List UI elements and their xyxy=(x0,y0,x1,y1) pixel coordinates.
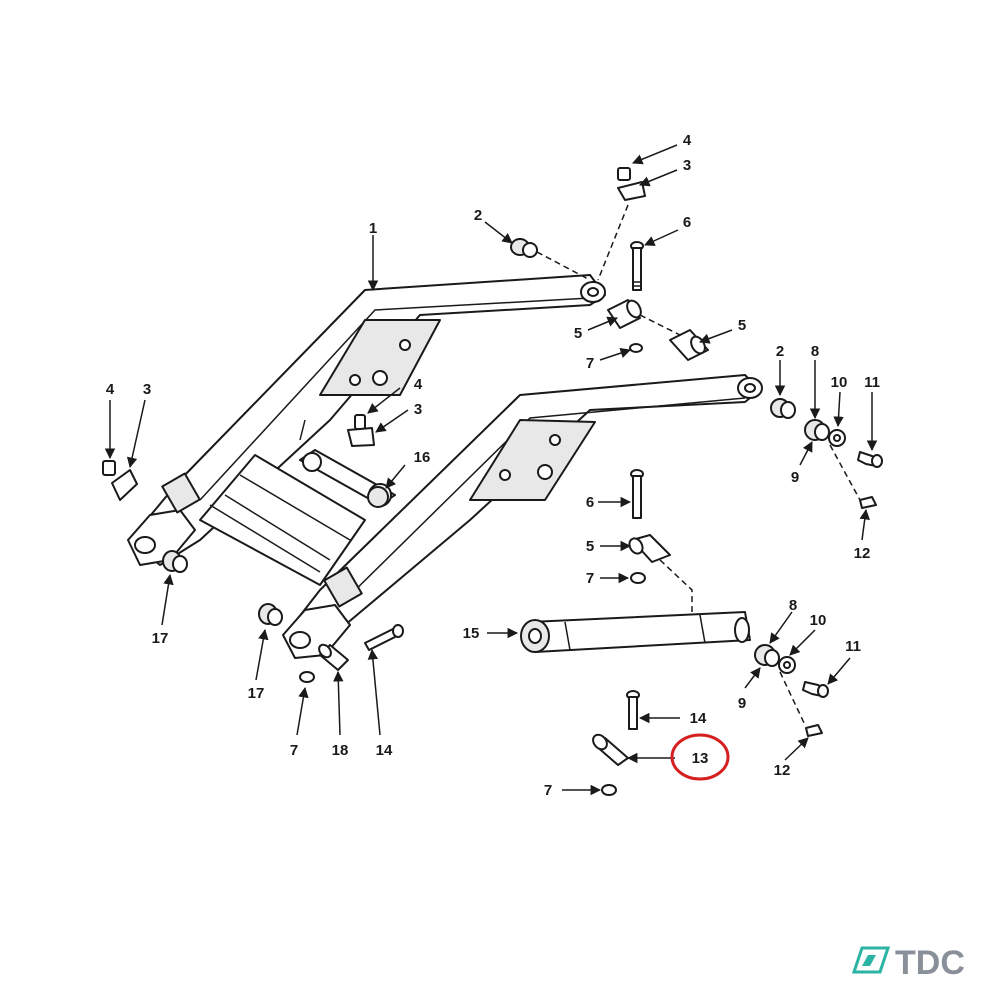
bushing-2-top xyxy=(510,238,538,258)
callout-3: 3 xyxy=(143,381,151,398)
callout-16: 16 xyxy=(414,449,431,466)
hydraulic-cylinder-15 xyxy=(520,611,751,653)
callout-7: 7 xyxy=(290,742,298,759)
callout-8: 8 xyxy=(789,597,797,614)
callout-3: 3 xyxy=(683,157,691,174)
callout-9: 9 xyxy=(738,695,746,712)
callout-1: 1 xyxy=(369,220,377,237)
callout-17: 17 xyxy=(152,630,169,647)
leader-arrows xyxy=(104,144,878,796)
right-arm-plate xyxy=(469,419,596,501)
highlight-ring xyxy=(670,733,730,781)
callout-11: 11 xyxy=(845,638,861,655)
callout-4: 4 xyxy=(414,376,423,393)
bolt-6-middle xyxy=(630,469,644,519)
callout-5: 5 xyxy=(574,325,582,342)
pin-5-top xyxy=(607,299,709,361)
callout-4: 4 xyxy=(106,381,115,398)
callout-7: 7 xyxy=(586,570,594,587)
small-parts xyxy=(102,167,883,796)
callout-14: 14 xyxy=(376,742,393,759)
callout-3: 3 xyxy=(414,401,422,418)
callout-6: 6 xyxy=(586,494,594,511)
callout-5: 5 xyxy=(738,317,746,334)
callout-14: 14 xyxy=(690,710,707,727)
callout-9: 9 xyxy=(791,469,799,486)
bolt-6-top xyxy=(630,241,644,291)
cross-tube xyxy=(199,454,366,586)
callout-4: 4 xyxy=(683,132,692,149)
callout-15: 15 xyxy=(463,625,480,642)
callout-10: 10 xyxy=(831,374,848,391)
left-arm-plate xyxy=(319,319,441,396)
callout-6: 6 xyxy=(683,214,691,231)
callout-17: 17 xyxy=(248,685,265,702)
tdc-logo: TDC xyxy=(851,944,965,982)
boom-arm-assembly xyxy=(127,274,763,659)
pin-13 xyxy=(592,733,629,766)
logo-text: TDC xyxy=(895,944,965,982)
callout-7: 7 xyxy=(586,355,594,372)
callout-10: 10 xyxy=(810,612,827,629)
callout-8: 8 xyxy=(811,343,819,360)
callout-12: 12 xyxy=(854,545,871,562)
callout-5: 5 xyxy=(586,538,594,555)
callout-7: 7 xyxy=(544,782,552,799)
callout-labels: 1 2 4 3 6 5 5 7 4 3 4 3 16 2 8 10 11 9 1… xyxy=(106,132,880,799)
bolt-14-bottom xyxy=(626,690,640,730)
callout-12: 12 xyxy=(774,762,791,779)
callout-11: 11 xyxy=(864,374,880,391)
callout-2: 2 xyxy=(474,207,482,224)
callout-13: 13 xyxy=(692,750,709,767)
tdc-logo-mark-icon xyxy=(851,946,891,974)
callout-2: 2 xyxy=(776,343,784,360)
callout-18: 18 xyxy=(332,742,349,759)
